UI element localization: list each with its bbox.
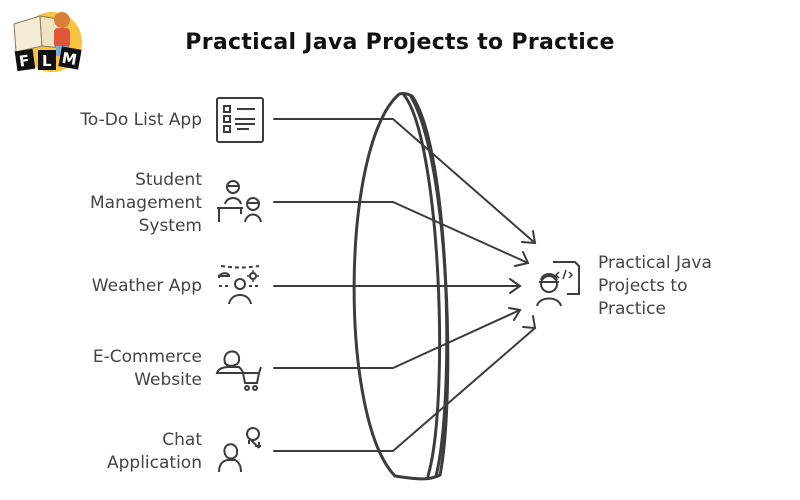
arrow-head-ecommerce: [508, 307, 522, 321]
label-line: E-Commerce: [92, 347, 202, 367]
arrow-head-weather: [509, 278, 522, 294]
lens-outer: [352, 92, 450, 481]
label-line: Website: [134, 370, 202, 390]
connector-chat: [273, 327, 536, 452]
label-line: Projects to: [598, 276, 688, 296]
flm-logo: F L M: [13, 12, 82, 72]
label-line: Management: [90, 193, 202, 213]
input-label-todo: To-Do List App: [80, 110, 202, 130]
checklist-icon: [216, 97, 264, 143]
label-line: System: [138, 216, 202, 236]
label-line: Chat: [162, 430, 202, 450]
title-text: Practical Java Projects to Practice: [185, 30, 615, 55]
arrow-head-student: [514, 251, 530, 267]
page-title: Practical Java Projects to Practice: [0, 30, 800, 55]
students-desk-icon: [217, 180, 262, 223]
output-label: Practical Java Projects to Practice: [598, 252, 712, 321]
label-line: Practical Java: [598, 253, 712, 273]
svg-text:L: L: [42, 52, 52, 70]
shopper-cart-icon: [215, 350, 262, 391]
connector-todo: [273, 118, 536, 244]
logo-letters: F L M: [14, 46, 82, 72]
weather-person-icon: [218, 265, 261, 305]
svg-text:M: M: [60, 49, 78, 69]
chat-people-icon: [218, 427, 261, 473]
svg-text:F: F: [18, 51, 31, 70]
connector-student: [273, 201, 529, 264]
label-line: Student: [135, 170, 202, 190]
arrow-head-chat: [522, 315, 537, 330]
label-line: Application: [107, 453, 202, 473]
input-label-weather: Weather App: [91, 276, 202, 296]
arrow-head-todo: [521, 230, 537, 245]
lens-inner-1: [402, 93, 442, 478]
lens-inner-2: [410, 94, 449, 478]
input-label-chat: Chat Application: [107, 429, 202, 475]
label-line: Practice: [598, 299, 666, 319]
connector-ecommerce: [273, 309, 521, 369]
input-label-ecommerce: E-Commerce Website: [93, 346, 202, 392]
input-label-student: Student Management System: [90, 169, 202, 238]
developer-code-icon: [536, 261, 580, 307]
